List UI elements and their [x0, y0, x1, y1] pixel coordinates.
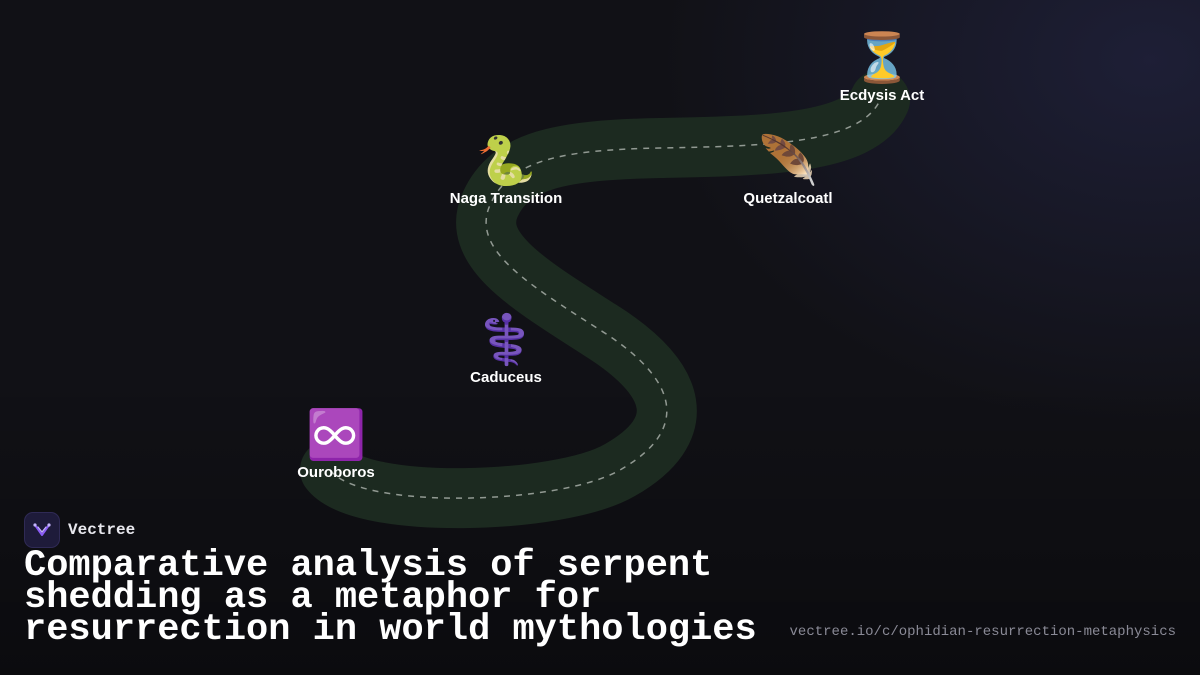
milestone-label: Ouroboros — [297, 464, 375, 481]
vectree-logo-icon — [24, 512, 60, 548]
infinity-icon: ♾️ — [306, 407, 366, 463]
page-title: Comparative analysis of serpent shedding… — [24, 545, 757, 651]
brand-name: Vectree — [68, 521, 136, 539]
road-centerline — [329, 99, 881, 499]
milestone-label: Quetzalcoatl — [743, 190, 833, 207]
milestone-naga-transition: 🐍 Naga Transition — [450, 134, 563, 207]
milestone-label: Naga Transition — [449, 190, 563, 207]
snake-icon: 🐍 — [476, 133, 536, 189]
milestone-caduceus: ⚕️ Caduceus — [470, 313, 542, 386]
brand[interactable]: Vectree — [24, 512, 135, 548]
source-url[interactable]: vectree.io/c/ophidian-resurrection-metap… — [789, 624, 1176, 640]
milestone-ecdysis-act: ⏳ Ecdysis Act — [840, 31, 925, 104]
milestone-quetzalcoatl: 🪶 Quetzalcoatl — [743, 134, 832, 207]
hourglass-icon: ⏳ — [852, 30, 912, 86]
milestone-label: Ecdysis Act — [839, 87, 925, 104]
caduceus-icon: ⚕️ — [476, 312, 536, 368]
feather-icon: 🪶 — [758, 133, 818, 189]
milestone-ouroboros: ♾️ Ouroboros — [297, 408, 375, 481]
milestone-label: Caduceus — [470, 369, 542, 386]
